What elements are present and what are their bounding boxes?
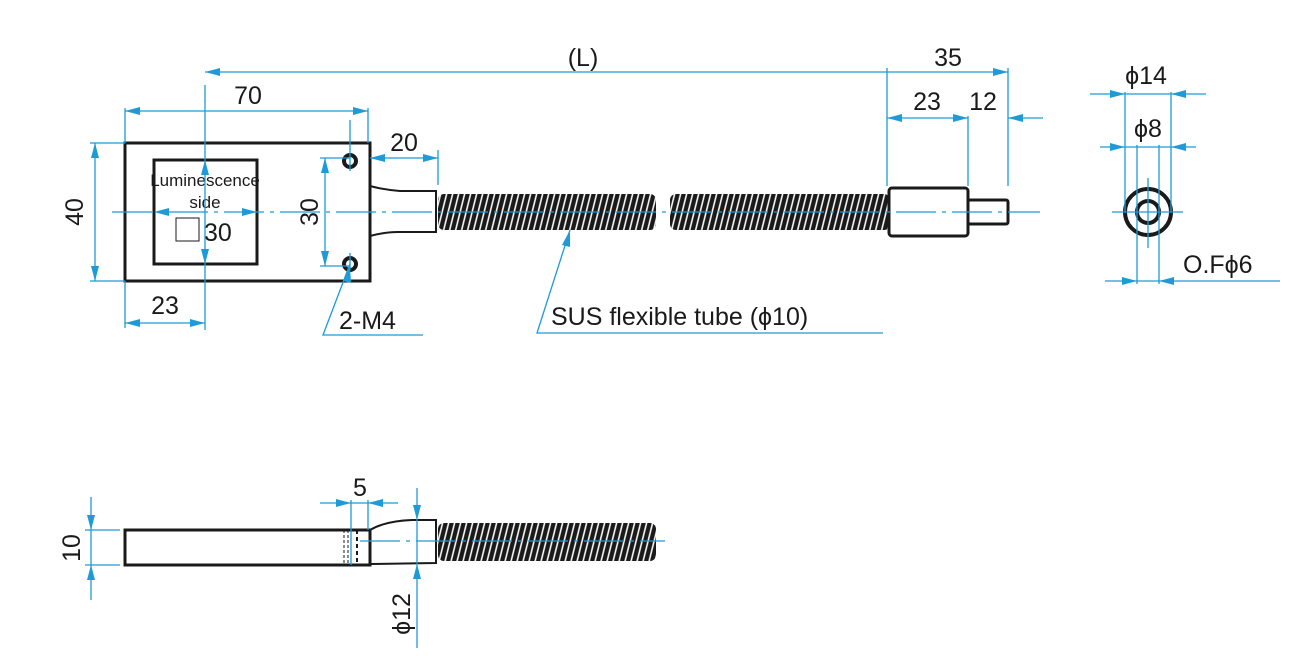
window-size-label: 30 — [204, 219, 232, 247]
dimension-neck-diameter: ϕ12 — [388, 488, 421, 648]
dimension-window-depth: 5 — [320, 474, 398, 565]
svg-text:SUS flexible tube (ϕ10): SUS flexible tube (ϕ10) — [551, 303, 808, 331]
svg-text:ϕ12: ϕ12 — [388, 593, 416, 635]
dimension-body-height: 40 — [61, 142, 125, 282]
hole-spec-callout: 2-M4 — [322, 263, 423, 336]
svg-text:40: 40 — [61, 198, 89, 226]
svg-text:20: 20 — [390, 129, 418, 157]
dimension-fiber-diameter: O.Fϕ6 — [1105, 212, 1280, 285]
svg-text:ϕ14: ϕ14 — [1125, 62, 1167, 90]
side-body — [123, 528, 372, 567]
tube-callout: SUS flexible tube (ϕ10) — [536, 229, 883, 334]
dimension-window-offset: 23 — [124, 281, 205, 328]
dimension-outer-diameter: ϕ14 — [1090, 62, 1206, 212]
svg-text:23: 23 — [913, 88, 941, 116]
top-view: Luminescence side 30 (L) — [61, 44, 1043, 336]
dimension-thickness: 10 — [58, 497, 120, 600]
dimension-hole-pitch: 30 — [296, 120, 351, 270]
svg-text:30: 30 — [296, 198, 324, 226]
svg-text:ϕ8: ϕ8 — [1134, 115, 1162, 143]
side-view: 10 5 ϕ12 — [58, 474, 665, 648]
svg-text:2-M4: 2-M4 — [339, 307, 396, 335]
flexible-tube-segment-2 — [670, 194, 890, 230]
svg-text:70: 70 — [234, 82, 262, 110]
window-square-symbol — [175, 217, 200, 242]
dimension-tip-ferrule: 23 — [887, 88, 969, 186]
dimension-window-size-arrows — [154, 160, 257, 264]
svg-text:O.Fϕ6: O.Fϕ6 — [1183, 251, 1253, 279]
dimension-inner-diameter: ϕ8 — [1100, 115, 1196, 212]
svg-text:5: 5 — [353, 474, 367, 502]
dimension-tip-end: 12 — [969, 88, 1043, 122]
sensor-neck — [369, 185, 437, 237]
dimension-neck-length: 20 — [370, 129, 439, 185]
svg-text:35: 35 — [934, 44, 962, 72]
flexible-tube-segment-1 — [438, 194, 656, 230]
side-neck — [369, 519, 437, 565]
dimension-body-length: 70 — [124, 82, 369, 143]
svg-text:10: 10 — [58, 534, 86, 562]
end-view: ϕ14 ϕ8 O.Fϕ6 — [1090, 62, 1280, 285]
dimension-overall-length: (L) — [205, 44, 1008, 76]
svg-text:23: 23 — [151, 292, 179, 320]
svg-text:12: 12 — [969, 88, 997, 116]
side-flexible-tube — [438, 523, 656, 561]
dimension-tip-total: 35 — [886, 44, 1009, 186]
svg-text:(L): (L) — [568, 44, 599, 72]
